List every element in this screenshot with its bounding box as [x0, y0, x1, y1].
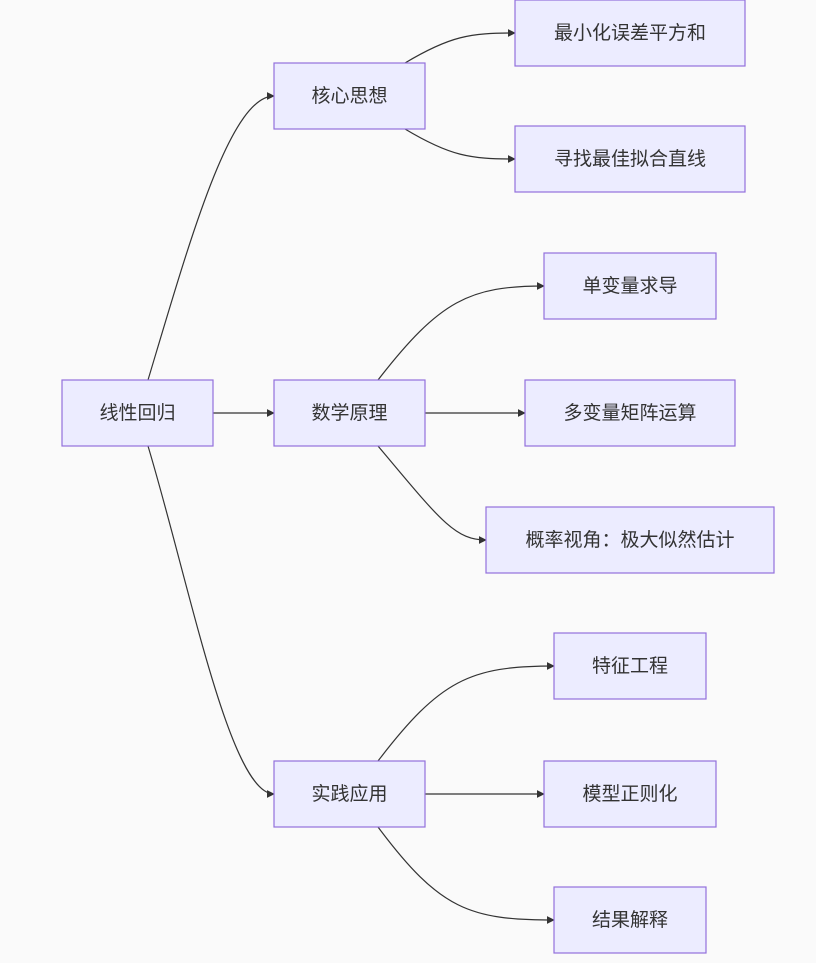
node-feature-engineering[interactable]: 特征工程: [553, 632, 707, 700]
edges: [147, 29, 555, 924]
node-math-principles[interactable]: 数学原理: [273, 379, 426, 447]
node-practical-application[interactable]: 实践应用: [273, 760, 426, 828]
node-regularization[interactable]: 模型正则化: [543, 760, 717, 828]
edge-root-to-core-idea: [147, 92, 275, 381]
edge-math-to-mle: [377, 445, 487, 544]
node-label: 数学原理: [311, 402, 387, 424]
edge-practice-to-interpretation: [377, 826, 555, 924]
node-core-idea[interactable]: 核心思想: [273, 62, 426, 130]
nodes: 线性回归 核心思想 数学原理 实践应用 最小化误差平方和 寻找最佳拟合直线 单变…: [61, 0, 775, 954]
node-label: 模型正则化: [582, 783, 677, 805]
node-linear-regression[interactable]: 线性回归: [61, 379, 214, 447]
node-label: 核心思想: [311, 85, 387, 107]
node-best-fit-line[interactable]: 寻找最佳拟合直线: [514, 125, 746, 193]
node-label: 单变量求导: [582, 275, 677, 297]
edge-core-idea-to-min-sse: [404, 29, 516, 64]
node-label: 线性回归: [99, 402, 175, 424]
node-label: 寻找最佳拟合直线: [554, 148, 706, 170]
node-label: 概率视角：极大似然估计: [525, 529, 734, 551]
edge-math-to-single-var: [377, 282, 545, 381]
node-multivariable-matrix[interactable]: 多变量矩阵运算: [524, 379, 736, 447]
node-label: 多变量矩阵运算: [563, 402, 696, 424]
node-maximum-likelihood[interactable]: 概率视角：极大似然估计: [485, 506, 775, 574]
node-label: 结果解释: [592, 909, 668, 931]
node-label: 实践应用: [311, 783, 387, 805]
edge-core-idea-to-best-fit: [404, 128, 516, 163]
node-label: 最小化误差平方和: [554, 22, 706, 44]
node-result-interpretation[interactable]: 结果解释: [553, 886, 707, 954]
edge-root-to-practice: [147, 445, 275, 798]
edge-practice-to-feature-eng: [377, 662, 555, 762]
node-minimize-sse[interactable]: 最小化误差平方和: [514, 0, 746, 67]
node-single-variable-derivative[interactable]: 单变量求导: [543, 252, 717, 320]
node-label: 特征工程: [592, 655, 668, 677]
